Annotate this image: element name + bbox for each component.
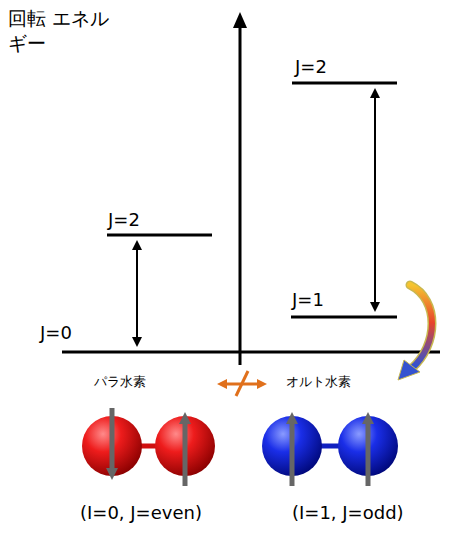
level-label: J=2 xyxy=(295,56,327,78)
axis-title: 回転 エネルギー xyxy=(8,6,118,55)
level-label: J=1 xyxy=(292,289,324,311)
species-label: オルト水素 xyxy=(286,374,351,390)
quantum-label: (I=0, J=even) xyxy=(80,502,202,524)
species-label: パラ水素 xyxy=(94,374,146,390)
level-label: J=2 xyxy=(108,209,140,231)
quantum-label: (I=1, J=odd) xyxy=(292,502,404,524)
level-label: J=0 xyxy=(40,322,72,344)
